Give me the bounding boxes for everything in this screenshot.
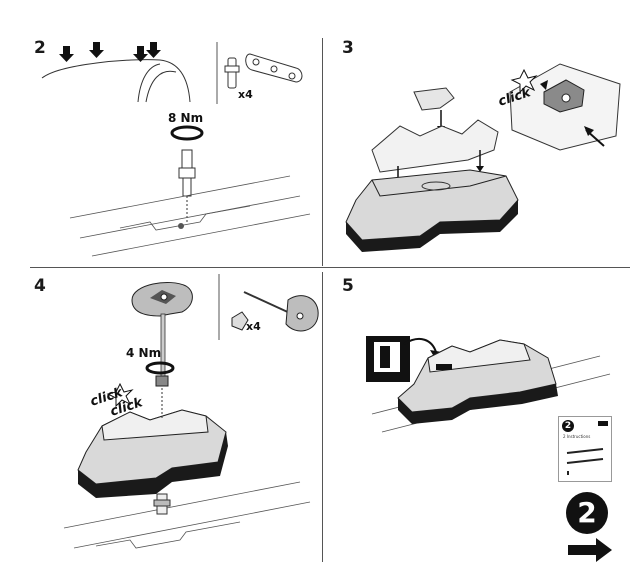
step-3-number: 3 (342, 38, 354, 58)
foot-insert-icon (371, 119, 499, 173)
roof-rail-lower-outline (63, 481, 311, 549)
booklet-logo-icon (598, 421, 608, 426)
label-sticker-icon (366, 336, 410, 382)
step-2-qty-label: x4 (238, 88, 253, 101)
divider-vertical-top (322, 38, 323, 266)
booklet-bars-icon (566, 448, 604, 475)
booklet-text: 2 Instructions (563, 434, 591, 439)
step-4-number: 4 (34, 276, 46, 296)
instructions-booklet: 2 2 Instructions (558, 416, 612, 482)
foot-assembly-icon (77, 409, 227, 485)
knob-tool-icon (131, 282, 193, 377)
plate-part-icon (245, 53, 303, 83)
bolt-and-key-part-icon (231, 291, 319, 332)
next-arrow-icon (568, 538, 612, 562)
next-step-number: 2 (566, 492, 608, 534)
step-2-torque-label: 8 Nm (168, 111, 204, 125)
booklet-number: 2 (562, 420, 574, 432)
divider-vertical-bottom (322, 272, 323, 562)
step-4-qty-label: x4 (246, 320, 261, 333)
click-burst-icon (510, 68, 538, 94)
step-4-torque-label: 4 Nm (126, 346, 162, 360)
car-roof-outline (41, 59, 191, 103)
foot-installed-icon (397, 339, 557, 413)
click-arrow-icon (540, 80, 548, 90)
step-5-number: 5 (342, 276, 354, 296)
step-2-number: 2 (34, 38, 46, 58)
divider-horizontal (30, 267, 630, 268)
bolt-part-icon (224, 57, 240, 89)
clip-part-icon (413, 87, 455, 111)
down-arrows-icon (59, 42, 161, 62)
insert-arrow-icon (584, 126, 594, 136)
